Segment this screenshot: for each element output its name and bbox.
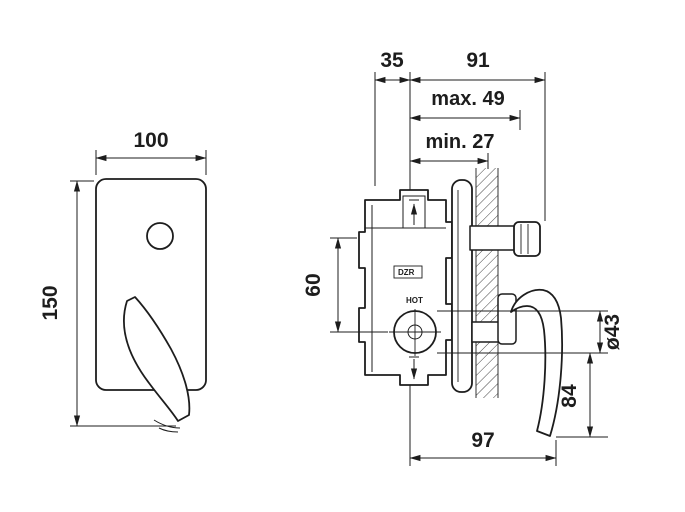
dim-offset-label: 35: [380, 49, 404, 72]
dim-handle-height-label: 84: [558, 384, 581, 408]
dimensions: 100 150 35 91 max. 49 min. 27: [39, 49, 624, 466]
side-view: DZR HOT: [358, 168, 563, 437]
dim-handle-height: 84: [556, 352, 608, 438]
dim-front-height: 150: [39, 180, 176, 427]
dzr-label: DZR: [398, 268, 415, 277]
dim-handle-reach: 97: [409, 429, 557, 466]
dim-trim-diameter: ø43: [437, 310, 624, 354]
dim-front-width: 100: [95, 129, 207, 175]
dim-depth-91: 91: [409, 49, 546, 84]
dim-front-height-label: 150: [39, 285, 62, 320]
handle-tip-detail: [153, 419, 181, 429]
front-view: [95, 178, 207, 433]
dim-depth-max-label: max. 49: [431, 88, 504, 110]
dim-depth-min-label: min. 27: [426, 131, 495, 153]
hot-label: HOT: [406, 296, 423, 305]
dim-depth-min: min. 27: [409, 131, 495, 169]
dim-handle-reach-label: 97: [471, 429, 494, 452]
mounting-flange: [451, 179, 473, 393]
handle-side: [510, 288, 563, 437]
dim-offset-35: 35: [374, 49, 411, 84]
finished-wall-section: [475, 168, 499, 398]
handle-front: [123, 296, 191, 422]
outlet-pipe: [469, 225, 517, 251]
dim-front-width-label: 100: [133, 129, 168, 152]
wall-hatch: [476, 168, 498, 398]
handle-tip-detail: [158, 427, 179, 433]
diverter-button: [146, 222, 174, 250]
dzr-label-box: [393, 265, 423, 279]
wall-plate: [95, 178, 207, 391]
dim-port-spacing: 60: [302, 237, 388, 333]
handle-sleeve: [497, 293, 517, 345]
dim-trim-diameter-label: ø43: [601, 314, 624, 350]
outlet-port: [402, 195, 426, 229]
dim-port-spacing-label: 60: [302, 273, 325, 296]
dim-depth-label: 91: [466, 49, 490, 72]
dim-depth-max: max. 49: [409, 88, 521, 130]
valve-body: [358, 189, 453, 386]
pipe-coupling-nut: [513, 221, 541, 257]
